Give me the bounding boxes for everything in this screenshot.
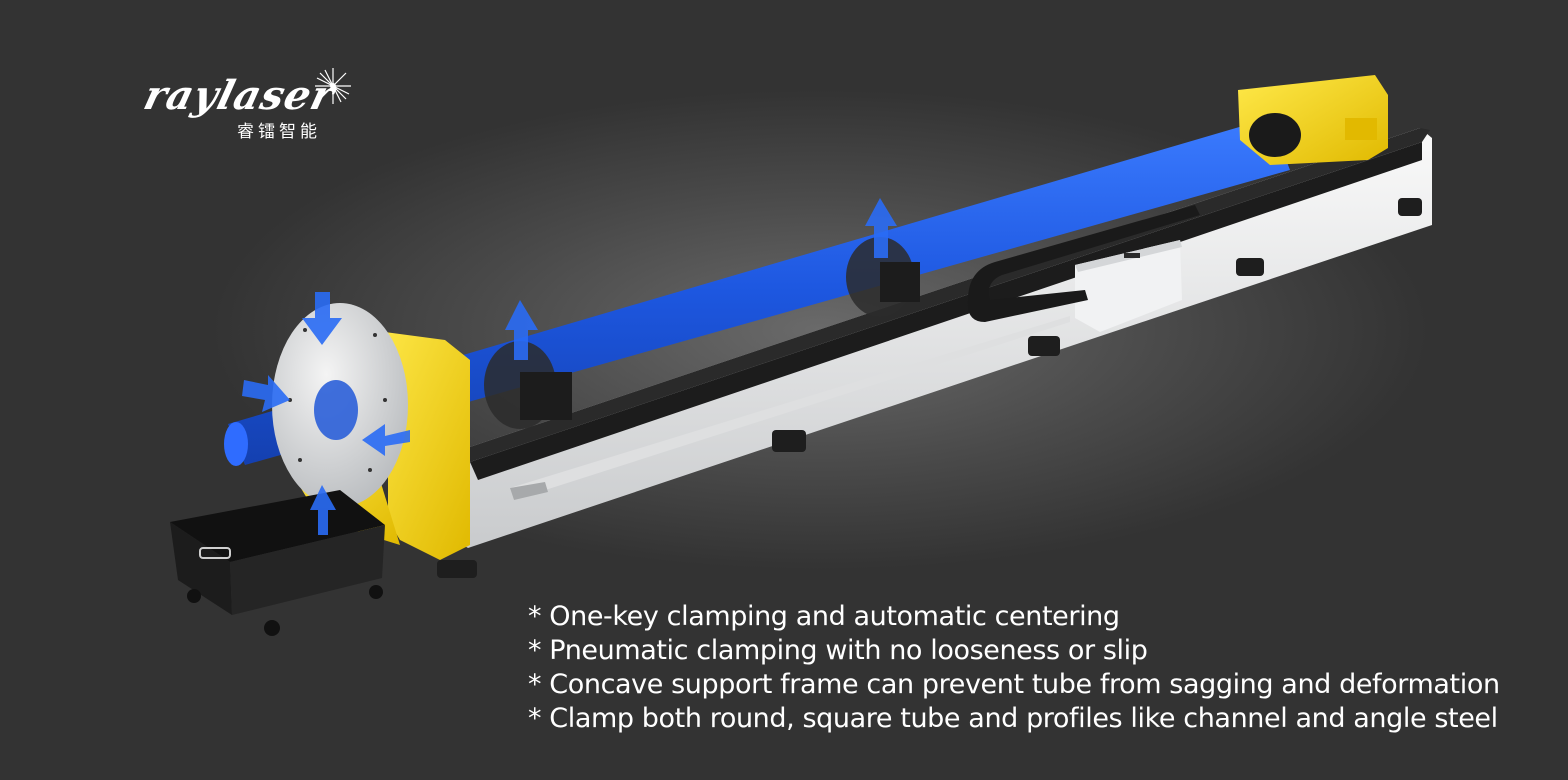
feature-item: * Pneumatic clamping with no looseness o… — [528, 635, 1148, 666]
feature-item: * One-key clamping and automatic centeri… — [528, 601, 1120, 632]
laser-spark-icon — [315, 68, 351, 104]
control-box — [1075, 240, 1182, 332]
raylaser-logo: raylaser 睿镭智能 — [139, 66, 365, 146]
support-roller — [484, 237, 920, 429]
scrap-collection-cart — [170, 490, 385, 636]
leveling-feet — [437, 198, 1422, 578]
clamping-arrows — [242, 198, 897, 535]
logo-wordmark: raylaser — [139, 72, 340, 119]
machine-bed — [455, 128, 1432, 548]
feature-item: * Clamp both round, square tube and prof… — [528, 703, 1498, 734]
feature-list: * One-key clamping and automatic centeri… — [528, 600, 1500, 736]
feature-item: * Concave support frame can prevent tube… — [528, 669, 1500, 700]
cable-drag-chain — [967, 205, 1200, 322]
rear-pneumatic-chuck — [1238, 75, 1388, 165]
logo-chinese-subtitle: 睿镭智能 — [237, 122, 321, 142]
